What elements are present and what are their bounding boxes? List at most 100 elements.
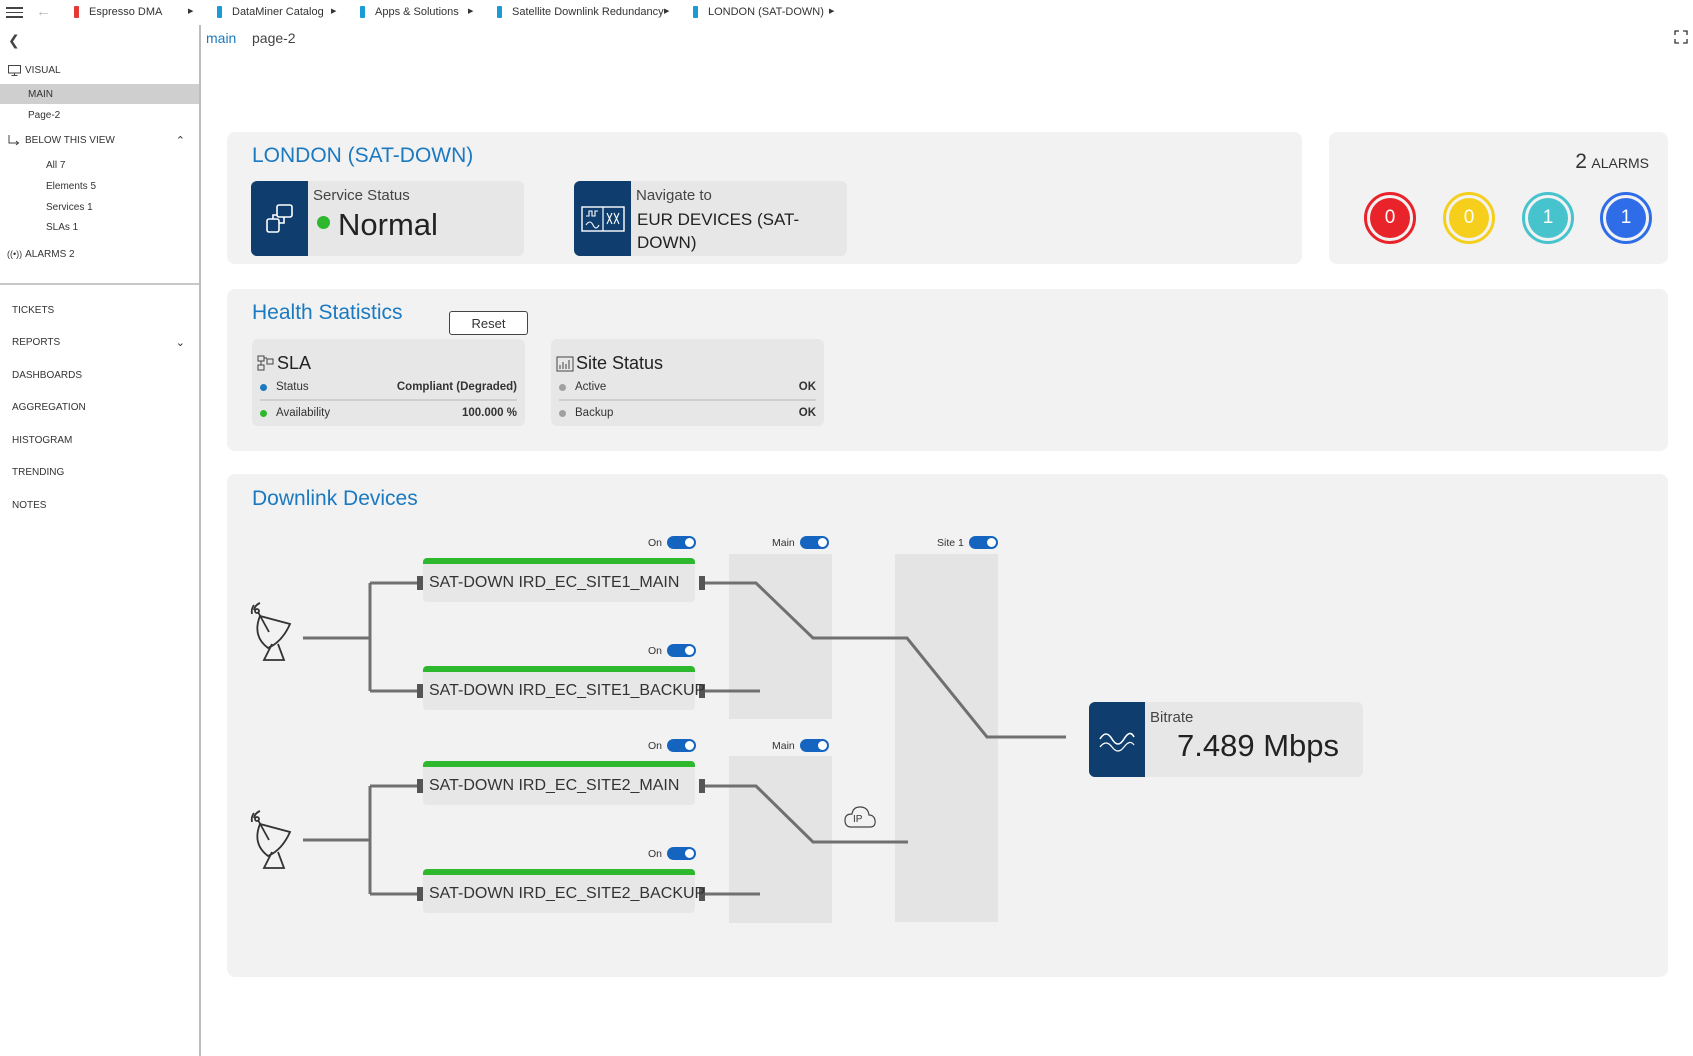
- sidebar-page-2[interactable]: Page-2: [28, 110, 61, 121]
- site-select-toggle[interactable]: Site 1: [937, 536, 998, 549]
- breadcrumb-chevron-icon[interactable]: ▶: [468, 8, 474, 15]
- breadcrumb-chevron-icon[interactable]: ▶: [664, 8, 670, 15]
- toggle-switch[interactable]: [667, 739, 697, 752]
- site2-main-select-toggle[interactable]: Main: [772, 739, 829, 752]
- breadcrumb-espresso-dma[interactable]: Espresso DMA: [74, 6, 162, 18]
- navigate-target: EUR DEVICES (SAT-DOWN): [637, 210, 800, 252]
- toggle-switch[interactable]: [968, 536, 998, 549]
- device-site2-backup[interactable]: SAT-DOWN IRD_EC_SITE2_BACKUP: [423, 869, 705, 913]
- site-active-row: Active OK: [559, 376, 816, 398]
- sidebar-module-dashboards[interactable]: DASHBOARDS: [12, 369, 83, 381]
- status-dot: [260, 383, 267, 391]
- sidebar-below-all[interactable]: All 7: [46, 159, 66, 171]
- toggle-switch[interactable]: [799, 739, 829, 752]
- device-site2-main[interactable]: SAT-DOWN IRD_EC_SITE2_MAIN: [423, 761, 695, 805]
- hamburger-menu-icon[interactable]: [6, 4, 23, 18]
- status-dot: [559, 409, 566, 417]
- row-divider: [559, 399, 816, 401]
- site-status-icon: [556, 356, 574, 372]
- broadcast-icon: ((•)): [7, 249, 23, 259]
- view-icon: [217, 6, 222, 18]
- sla-status-row: Status Compliant (Degraded): [260, 376, 517, 398]
- sidebar: ❮ VISUAL MAIN Page-2 BELOW THIS VIEW ⌃ A…: [0, 25, 201, 1056]
- sla-card[interactable]: SLA Status Compliant (Degraded) Availabi…: [252, 339, 525, 426]
- site2-main-power-toggle[interactable]: On: [648, 739, 697, 752]
- major-alarm-indicator[interactable]: 0: [1443, 192, 1495, 244]
- chevron-down-icon[interactable]: ⌄: [175, 336, 185, 349]
- sidebar-visual-header[interactable]: VISUAL: [0, 61, 199, 79]
- navigate-label: Navigate to: [636, 187, 712, 204]
- sidebar-module-tickets[interactable]: TICKETS: [12, 304, 55, 316]
- sidebar-module-trending[interactable]: TRENDING: [12, 466, 65, 478]
- sidebar-below-services[interactable]: Services 1: [46, 201, 93, 213]
- toggle-switch[interactable]: [799, 536, 829, 549]
- critical-alarm-indicator[interactable]: 0: [1364, 192, 1416, 244]
- bitrate-label: Bitrate: [1150, 709, 1194, 726]
- hierarchy-icon: [8, 135, 20, 146]
- sidebar-module-aggregation[interactable]: AGGREGATION: [12, 401, 86, 413]
- site2-backup-power-toggle[interactable]: On: [648, 847, 697, 860]
- view-icon: [693, 6, 698, 18]
- service-status-card[interactable]: Service Status Normal: [251, 181, 524, 256]
- site1-main-select-toggle[interactable]: Main: [772, 536, 829, 549]
- back-arrow-icon[interactable]: ←: [36, 3, 51, 20]
- collapse-sidebar-icon[interactable]: ❮: [8, 32, 20, 48]
- bitrate-card[interactable]: Bitrate 7.489 Mbps: [1089, 702, 1363, 777]
- navigate-card[interactable]: Navigate to EUR DEVICES (SAT-DOWN): [574, 181, 847, 256]
- sidebar-divider: [0, 283, 199, 285]
- ip-cloud-icon: [844, 806, 876, 828]
- warning-alarm-indicator[interactable]: 1: [1600, 192, 1652, 244]
- site-status-card[interactable]: Site Status Active OK Backup OK: [551, 339, 824, 426]
- sidebar-module-reports[interactable]: REPORTS ⌄: [12, 336, 185, 349]
- status-dot: [260, 409, 267, 417]
- sla-availability-row: Availability 100.000 %: [260, 402, 517, 424]
- site-status-title: Site Status: [576, 353, 664, 373]
- site1-backup-power-toggle[interactable]: On: [648, 644, 697, 657]
- toggle-switch[interactable]: [667, 536, 697, 549]
- breadcrumb-london-sat-down[interactable]: LONDON (SAT-DOWN): [693, 6, 824, 18]
- signal-device-icon: [580, 205, 625, 232]
- breadcrumb-chevron-icon[interactable]: ▶: [188, 8, 194, 15]
- breadcrumb-dataminer-catalog[interactable]: DataMiner Catalog: [217, 6, 324, 18]
- fullscreen-icon[interactable]: [1674, 30, 1688, 44]
- sidebar-module-histogram[interactable]: HISTOGRAM: [12, 434, 73, 446]
- dma-icon: [74, 6, 79, 18]
- view-icon: [360, 6, 365, 18]
- sidebar-page-main[interactable]: MAIN: [0, 84, 199, 104]
- service-icon-box: [251, 181, 308, 256]
- tab-main[interactable]: main: [206, 30, 237, 46]
- view-icon: [497, 6, 502, 18]
- sidebar-alarms[interactable]: ((•)) ALARMS 2: [7, 248, 75, 260]
- sla-icon: [257, 355, 274, 371]
- bitrate-value: 7.489 Mbps: [1177, 728, 1339, 763]
- breadcrumb-chevron-icon[interactable]: ▶: [829, 8, 835, 15]
- bitrate-icon-box: [1089, 702, 1145, 777]
- site-selector-lane: [895, 554, 998, 922]
- minor-alarm-indicator[interactable]: 1: [1522, 192, 1574, 244]
- health-statistics-title: Health Statistics: [252, 301, 403, 324]
- breadcrumb-apps-solutions[interactable]: Apps & Solutions: [360, 6, 459, 18]
- sidebar-below-elements[interactable]: Elements 5: [46, 180, 97, 192]
- sidebar-below-this-view[interactable]: BELOW THIS VIEW ⌃: [0, 131, 199, 150]
- site1-main-power-toggle[interactable]: On: [648, 536, 697, 549]
- reset-button[interactable]: Reset: [449, 311, 528, 335]
- service-title: LONDON (SAT-DOWN): [252, 144, 474, 167]
- satellite-dish-icon: [250, 810, 292, 869]
- sla-title: SLA: [277, 353, 312, 373]
- satellite-dish-icon: [250, 602, 292, 661]
- tab-page-2[interactable]: page-2: [252, 30, 296, 46]
- device-site1-backup[interactable]: SAT-DOWN IRD_EC_SITE1_BACKUP: [423, 666, 705, 710]
- navigate-icon-box: [574, 181, 631, 256]
- sidebar-below-slas[interactable]: SLAs 1: [46, 221, 79, 233]
- site-backup-row: Backup OK: [559, 402, 816, 424]
- breadcrumb-satellite-downlink-redundancy[interactable]: Satellite Downlink Redundancy: [497, 6, 664, 18]
- toggle-switch[interactable]: [667, 644, 697, 657]
- toggle-switch[interactable]: [667, 847, 697, 860]
- breadcrumb-chevron-icon[interactable]: ▶: [331, 8, 337, 15]
- downlink-devices-title: Downlink Devices: [252, 487, 418, 510]
- chevron-up-icon[interactable]: ⌃: [175, 135, 185, 147]
- row-divider: [260, 399, 517, 401]
- sidebar-module-notes[interactable]: NOTES: [12, 499, 47, 511]
- device-site1-main[interactable]: SAT-DOWN IRD_EC_SITE1_MAIN: [423, 558, 695, 602]
